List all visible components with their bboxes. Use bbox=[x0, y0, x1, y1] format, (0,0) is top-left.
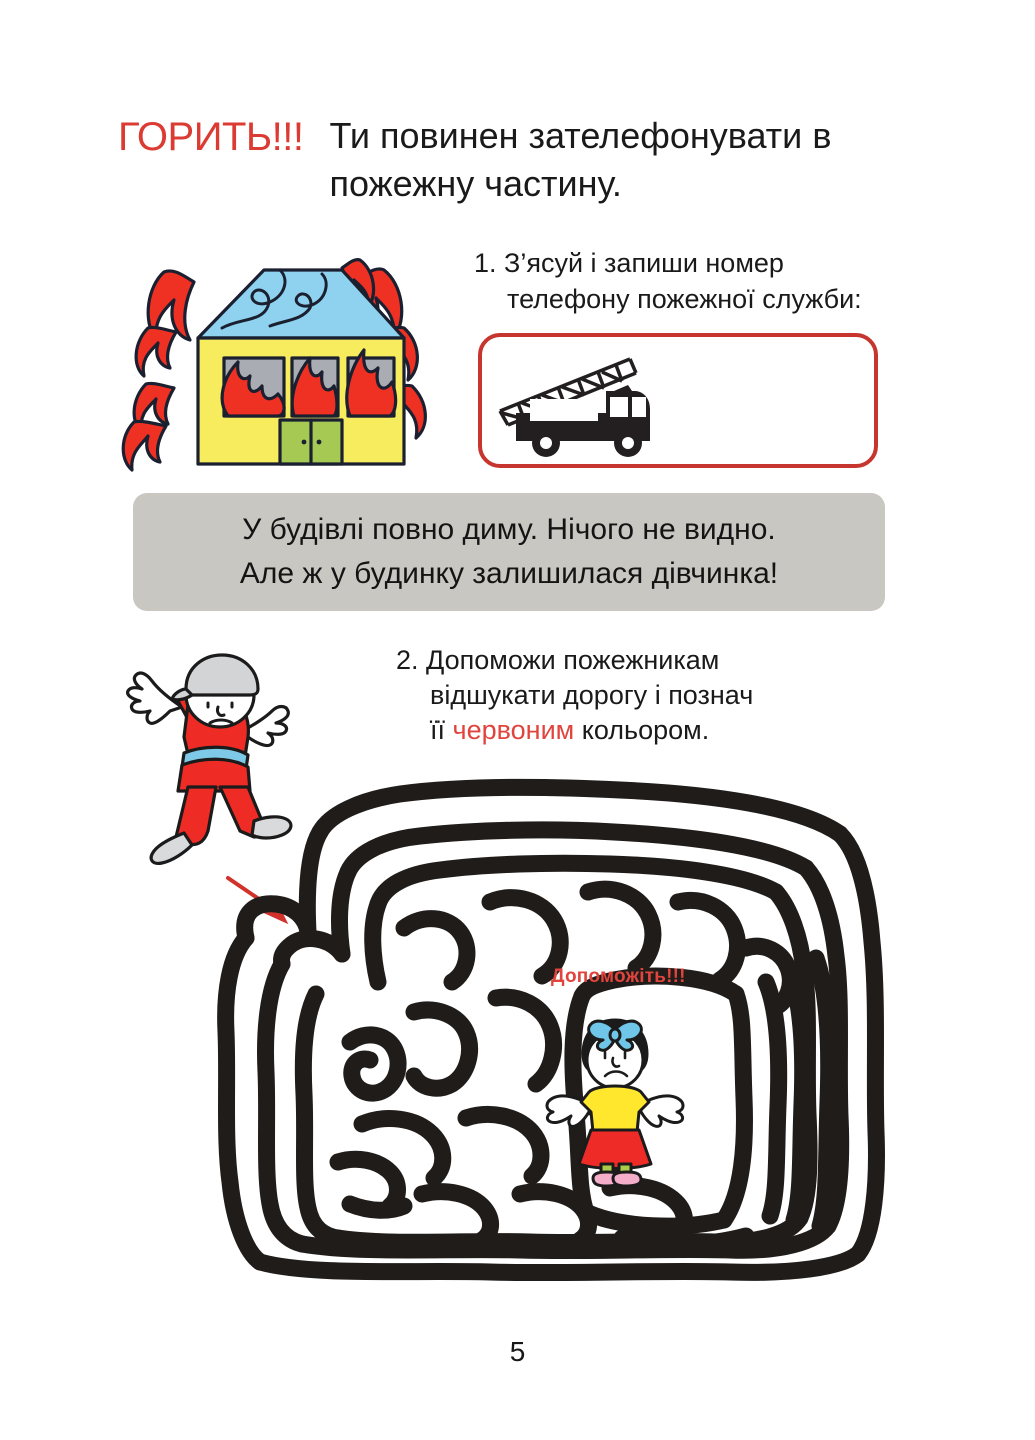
heading-instruction: Ти повинен зателефонувати в пожежну част… bbox=[329, 112, 889, 208]
task-2-line3-suffix: кольором. bbox=[574, 715, 710, 745]
page-number: 5 bbox=[509, 1336, 526, 1367]
fire-truck-svg bbox=[498, 357, 650, 457]
heading-instruction-line2: в пожежну частину. bbox=[329, 115, 832, 204]
page-heading: ГОРИТЬ!!! Ти повинен зателефонувати в по… bbox=[118, 112, 918, 208]
task-2-line3: її червоним кольором. bbox=[396, 713, 866, 748]
task-1-line1: З’ясуй і запиши номер bbox=[504, 248, 784, 278]
phone-number-write-area[interactable] bbox=[686, 367, 856, 427]
task-1-number: 1. bbox=[474, 248, 497, 278]
alarm-title: ГОРИТЬ!!! bbox=[118, 115, 304, 159]
task-2-line2: відшукати дорогу і познач bbox=[430, 680, 754, 710]
burning-house-illustration bbox=[112, 236, 442, 488]
help-label: Допоможіть!!! bbox=[551, 966, 686, 987]
task-1-line2: телефону пожежної служби: bbox=[507, 284, 862, 314]
task-2-line1: Допоможи пожежникам bbox=[426, 645, 720, 675]
burning-house-svg bbox=[121, 258, 427, 472]
girl-svg bbox=[545, 1018, 685, 1188]
callout-line-1: У будівлі повно диму. Нічого не видно. bbox=[242, 513, 776, 546]
task-2-number: 2. bbox=[396, 645, 419, 675]
smoke-warning-callout: У будівлі повно диму. Нічого не видно. А… bbox=[133, 493, 885, 611]
firefighter-svg bbox=[126, 653, 293, 865]
callout-line-2: Але ж у будинку залишилася дівчинка! bbox=[239, 557, 779, 590]
running-firefighter-illustration bbox=[112, 645, 312, 870]
task-2-instruction: 2. Допоможи пожежникам відшукати дорогу … bbox=[396, 643, 866, 748]
task-2-line3-prefix: її bbox=[430, 715, 453, 745]
task-1-instruction: 1. З’ясуй і запиши номер телефону пожежн… bbox=[474, 245, 894, 317]
heading-instruction-line1: Ти повинен зателефонувати bbox=[329, 115, 803, 156]
task-2-highlight-red: червоним bbox=[452, 715, 575, 745]
phone-number-answer-box[interactable] bbox=[478, 333, 878, 468]
trapped-girl-illustration bbox=[535, 1008, 695, 1188]
fire-truck-icon bbox=[494, 347, 684, 459]
